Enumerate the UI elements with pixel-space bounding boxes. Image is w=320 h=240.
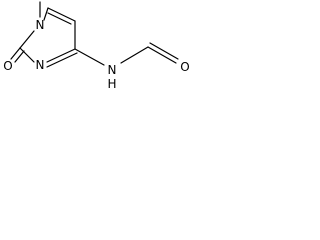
bond-c2-n3 [19,47,35,63]
bond-n3-c4-b [46,52,78,68]
bond-nh-cformyl [120,46,149,64]
bond-c6-n1 [43,7,49,21]
atom-n1: N [36,18,45,32]
chemical-structure-diagram: N O N N H O [3,1,190,91]
bond-cformyl-o-a [147,46,177,64]
bond-c4-nh [74,48,105,66]
bond-c5-c6-b [47,12,72,25]
bond-c2-o-b [14,50,25,63]
bond-group [10,1,179,68]
bond-cformyl-o-b [149,42,179,60]
atom-n3: N [36,58,45,72]
bond-c2-o-a [10,47,21,60]
bond-n3-c4-a [46,48,76,63]
atom-nh: N [108,63,117,77]
atom-label-group: N O N N H O [3,18,189,91]
bond-n1-c2 [19,30,35,49]
atom-o2: O [3,59,12,73]
bond-c5-c6-a [47,7,76,22]
atom-nh-hydrogen: H [107,77,116,91]
atom-o-formyl: O [180,60,189,74]
